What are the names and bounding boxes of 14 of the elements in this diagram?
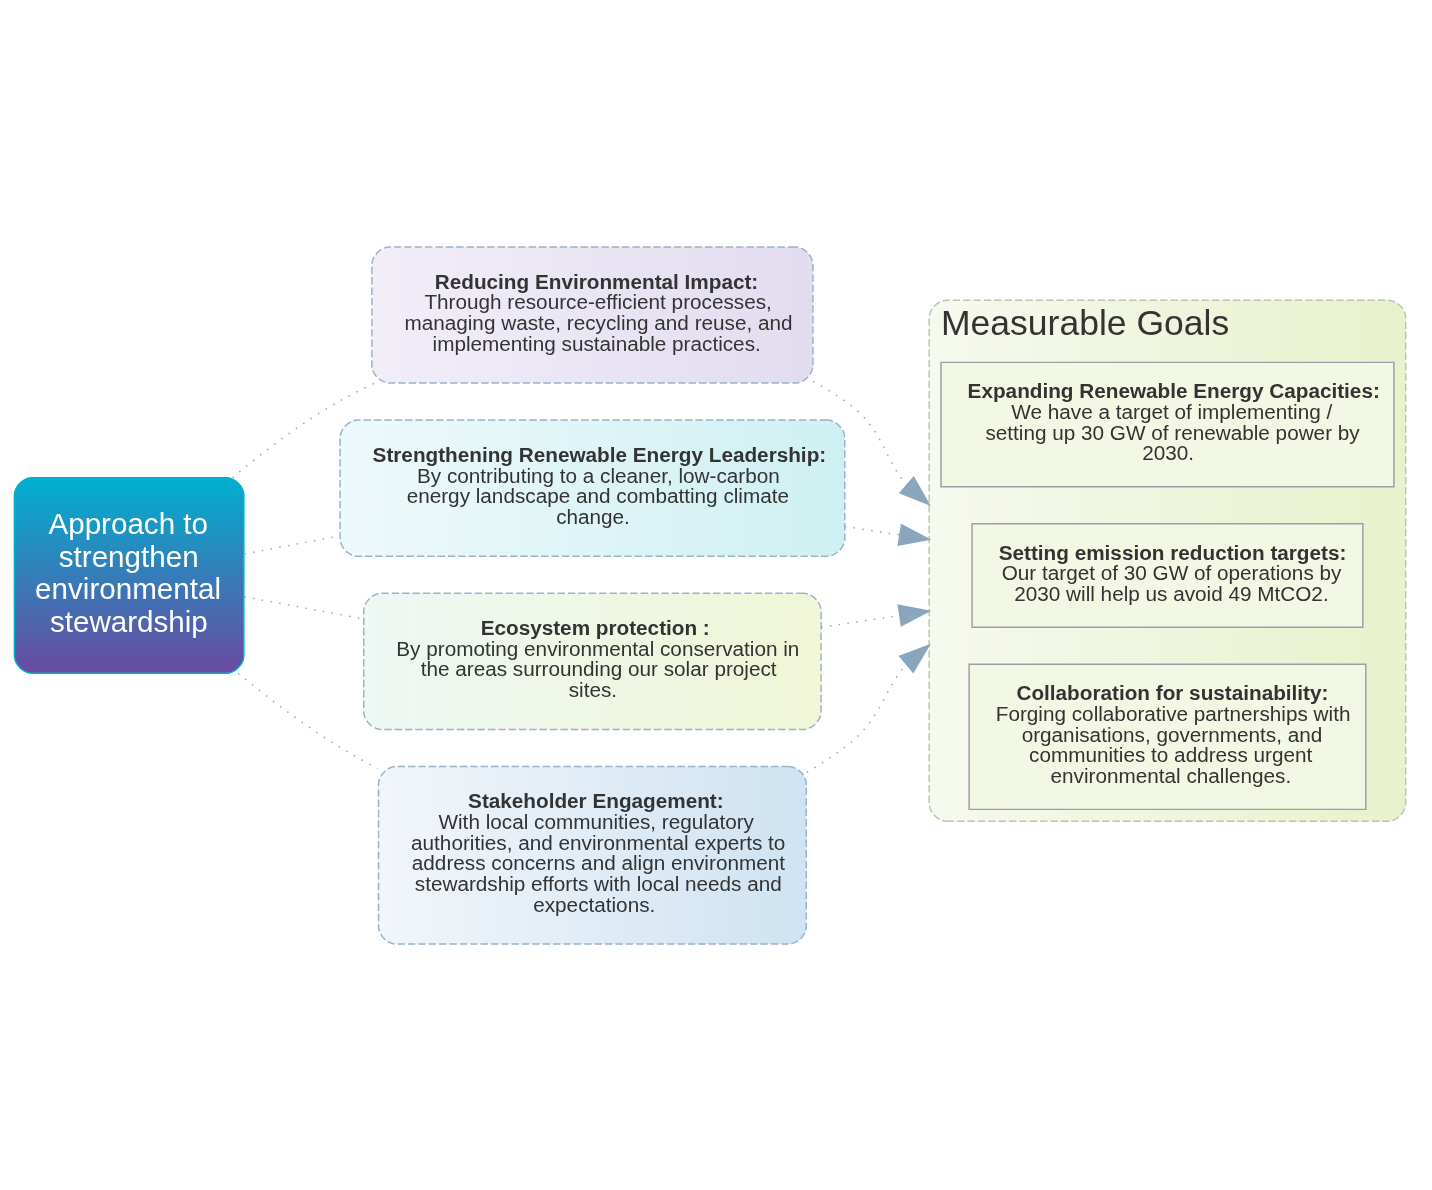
node-box: Setting emission reduction targets: Our target of 30 GW of operations by 2030 will help us avoid 49 MtCO2.: [971, 522, 1364, 628]
node-box: Collaboration for sustainability: Forging collaborative partnerships with organisations, governments, and communities to address urgent environmental challenges.: [968, 663, 1367, 810]
arrow: [820, 603, 932, 628]
arrow: [844, 523, 932, 546]
node-box: Reducing Environmental Impact: Through resource-efficient processes, managing waste, recycling and reuse, and implementing sustainable practices.: [371, 245, 814, 384]
connector: [231, 382, 376, 478]
node-box: Approach to strengthen environmental stewardship: [13, 476, 245, 674]
connector: [237, 672, 379, 769]
node-box: Expanding Renewable Energy Capacities: We have a target of implementing / setting up 30 GW of renewable power by 2030.: [940, 361, 1395, 487]
node-box: Stakeholder Engagement: With local communities, regulatory authorities, and environmental experts to address concerns and align environment stewardship efforts with local needs and expectations.: [377, 765, 808, 945]
node-box: Strengthening Renewable Energy Leadership: By contributing to a cleaner, low-carbon energy landscape and combatting climate change.: [339, 418, 846, 557]
arrow: [806, 643, 931, 773]
node-box: Ecosystem protection : By promoting environmental conservation in the areas surrounding our solar project sites.: [363, 592, 822, 730]
arrow: [812, 380, 931, 506]
